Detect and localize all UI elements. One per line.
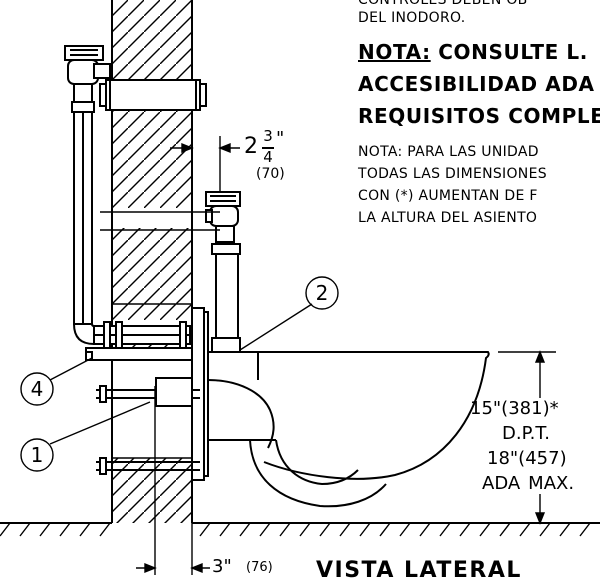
dimension-wall-offset xyxy=(100,136,240,231)
note-top-line-1: CONTROLES DEBEN OB xyxy=(358,0,528,8)
carrier-plates xyxy=(85,307,209,481)
ada-height-label: 18"(457) xyxy=(487,448,567,469)
note-small-line-1: NOTA: PARA LAS UNIDAD xyxy=(358,144,539,160)
wall-offset-whole: 2 xyxy=(244,134,258,159)
dimension-rim-height xyxy=(498,350,556,525)
callout-circle-4 xyxy=(20,372,54,406)
note-bold-line-2: ACCESIBILIDAD ADA xyxy=(358,72,595,96)
flush-valve-low xyxy=(205,191,241,353)
dimension-bottom-offset xyxy=(136,386,210,575)
floor xyxy=(0,522,600,537)
ada-label-left: ADA xyxy=(482,473,521,494)
note-bold-line-1-rest: CONSULTE L. xyxy=(430,40,588,64)
note-bold-prefix: NOTA: xyxy=(358,40,431,64)
view-title: VISTA LATERAL xyxy=(316,558,522,583)
callout-leaders xyxy=(20,276,339,472)
ada-label-right: MAX. xyxy=(528,473,575,494)
wall-offset-unit: " xyxy=(276,128,285,149)
note-small-line-4: LA ALTURA DEL ASIENTO xyxy=(358,210,538,226)
bottom-offset-mm: (76) xyxy=(246,560,273,575)
note-small-line-3: CON (*) AUMENTAN DE F xyxy=(358,188,538,204)
note-top-line-2: DEL INODORO. xyxy=(358,10,466,26)
callout-1-number: 1 xyxy=(30,443,44,467)
note-small-line-2: TODAS LAS DIMENSIONES xyxy=(358,166,547,182)
bottom-offset-label: 3" xyxy=(212,556,232,577)
wall-offset-mm: (70) xyxy=(256,166,285,182)
toilet-bowl xyxy=(207,351,490,508)
note-bold-line-1: NOTA: CONSULTE L. xyxy=(358,40,588,64)
wall-offset-denominator: 4 xyxy=(263,148,273,166)
wall xyxy=(110,0,194,523)
wall-offset-numerator: 3 xyxy=(263,127,273,145)
note-bold-line-3: REQUISITOS COMPLE xyxy=(358,104,600,128)
callout-2-number: 2 xyxy=(315,281,329,305)
rim-dpt-label: D.P.T. xyxy=(502,423,550,444)
callout-4-number: 4 xyxy=(30,377,44,401)
ada-label: ADA MAX. xyxy=(482,473,574,494)
callout-circle-1 xyxy=(20,438,54,472)
rim-height-label: 15"(381)* xyxy=(470,398,559,419)
wall-offset-fraction-bar xyxy=(262,147,274,149)
flush-valve-high xyxy=(64,45,207,349)
callout-circle-2 xyxy=(305,276,339,310)
